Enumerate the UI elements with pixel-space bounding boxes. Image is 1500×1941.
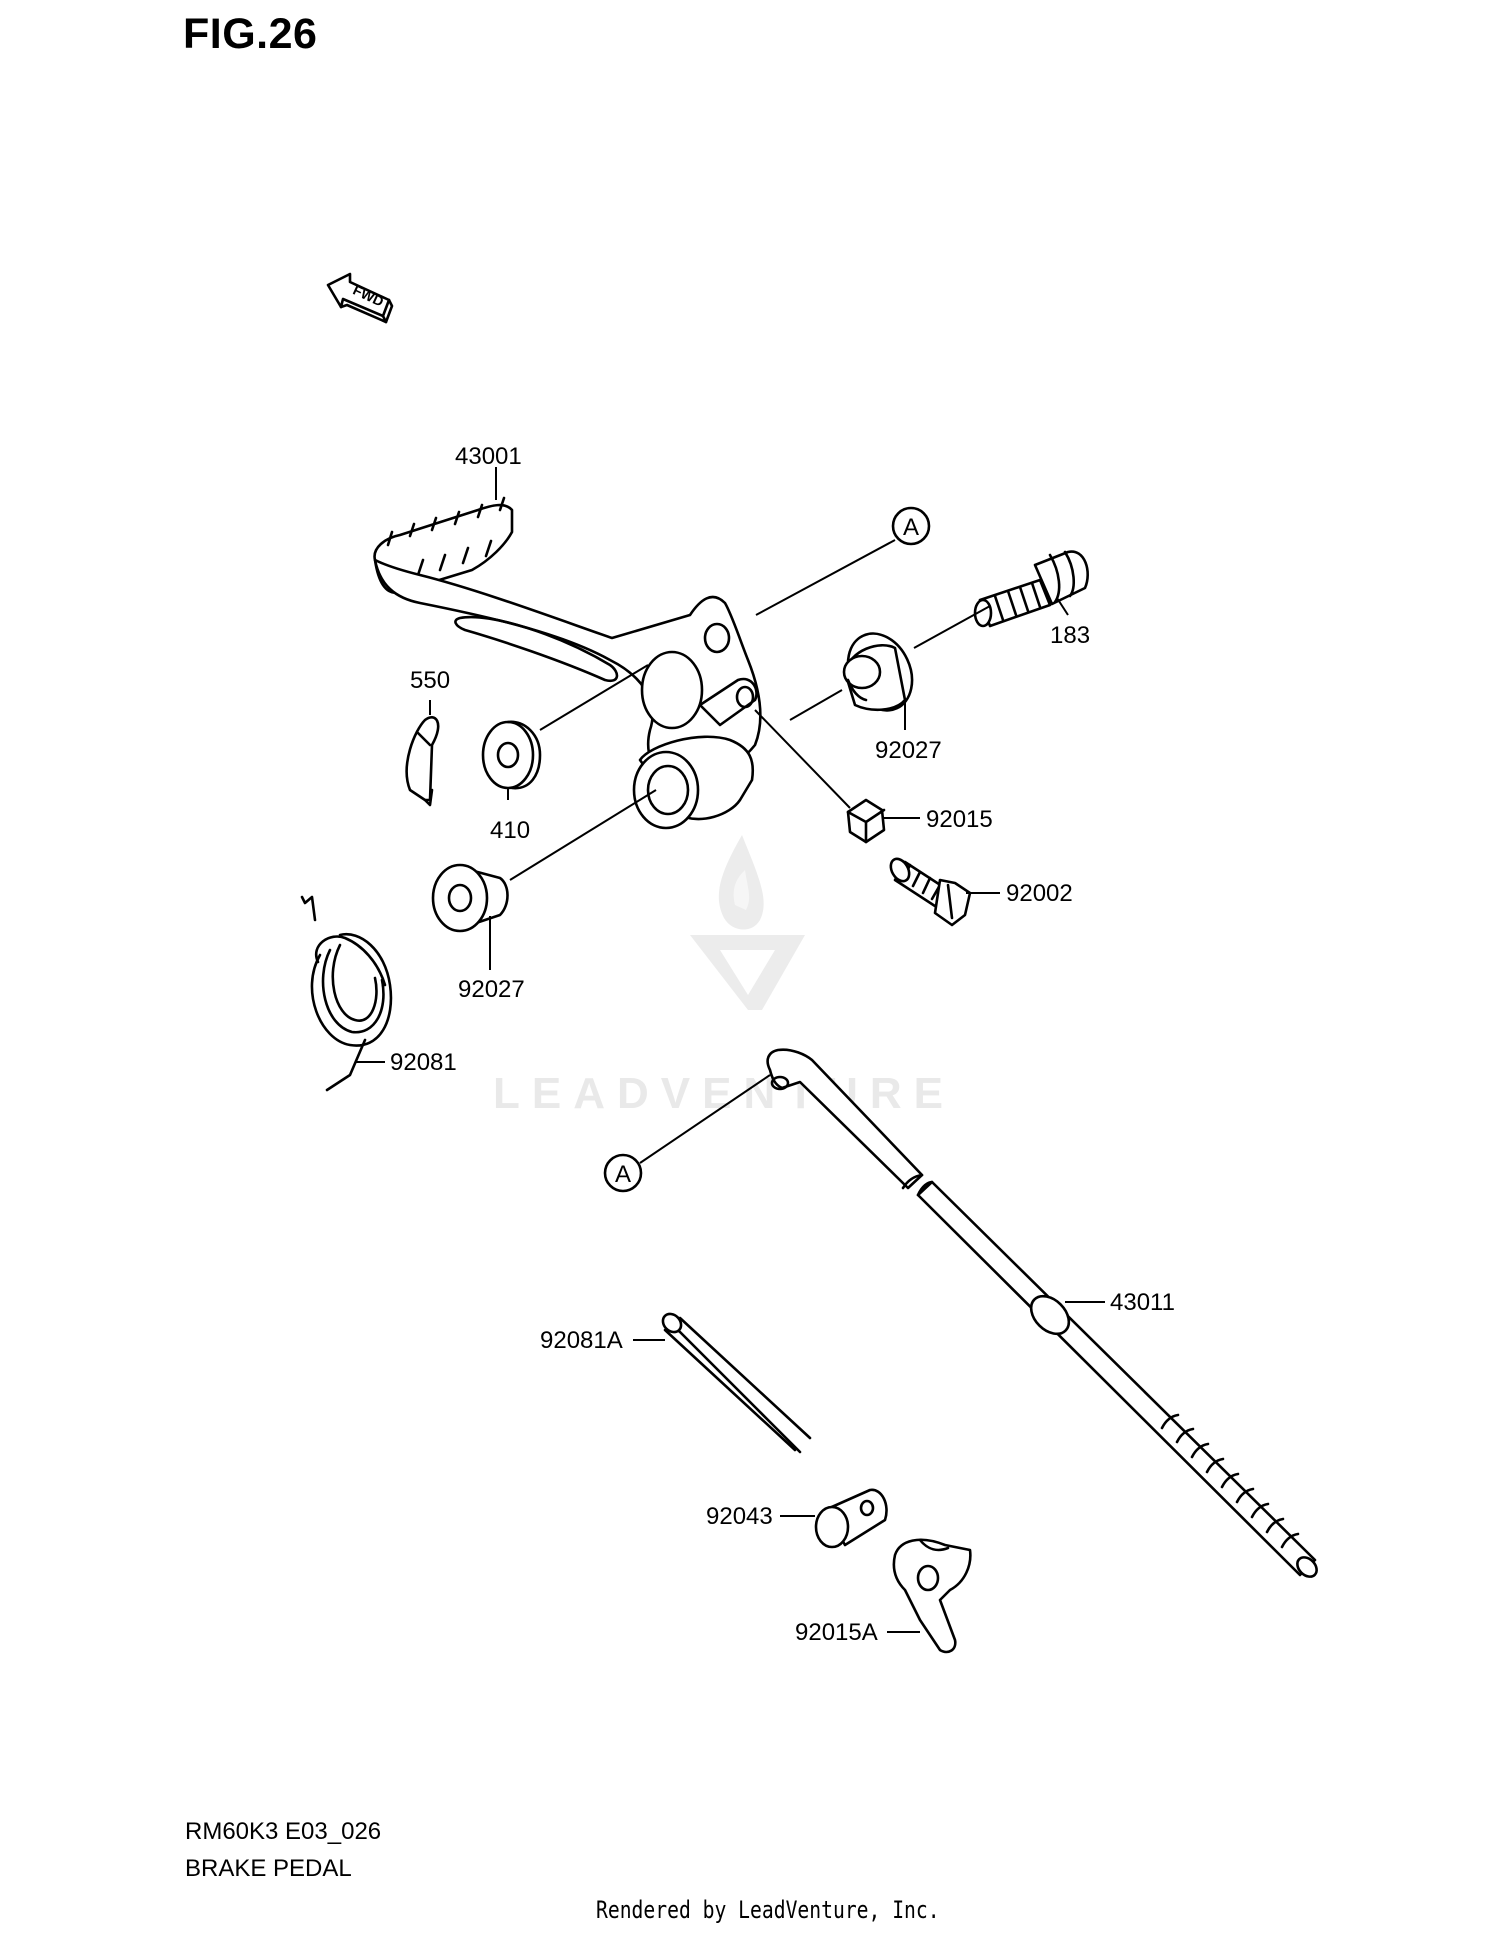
part-label-92043: 92043 — [706, 1503, 773, 1530]
joint-pin-92043 — [814, 1488, 888, 1549]
clip-92015A — [892, 1538, 972, 1654]
part-label-92015A: 92015A — [795, 1619, 878, 1646]
fwd-arrow-icon: FWD — [326, 272, 394, 324]
part-label-92027-lower: 92027 — [458, 976, 525, 1003]
brake-pedal-arm — [373, 496, 762, 830]
figure-title: FIG.26 — [183, 10, 318, 58]
watermark-text: LEADVENTURE — [493, 1069, 955, 1118]
part-label-92081A: 92081A — [540, 1327, 623, 1354]
brake-rod-43011 — [766, 1048, 1318, 1578]
callout-a-top-label: A — [903, 514, 919, 541]
part-label-92027-upper: 92027 — [875, 737, 942, 764]
bolt-183 — [973, 550, 1089, 628]
part-label-550: 550 — [410, 667, 450, 694]
part-label-183: 183 — [1050, 622, 1090, 649]
leader-lines — [355, 467, 1105, 1633]
leadventure-watermark: LEADVENTURE — [493, 835, 955, 1118]
compression-spring-92081A — [661, 1312, 812, 1454]
part-label-43001: 43001 — [455, 443, 522, 470]
part-label-92081: 92081 — [390, 1049, 457, 1076]
footer-credit: Rendered by LeadVenture, Inc. — [596, 1896, 940, 1924]
callout-a-bottom: A — [603, 1153, 643, 1193]
bolt-92002 — [889, 857, 972, 927]
callout-a-bottom-label: A — [615, 1161, 631, 1188]
torsion-spring-92081 — [300, 895, 393, 1092]
part-label-43011: 43011 — [1110, 1289, 1175, 1316]
nut-92015 — [846, 798, 886, 844]
cotter-pin-550 — [405, 716, 440, 807]
part-label-410: 410 — [490, 817, 530, 844]
bushing-92027-upper — [842, 632, 914, 712]
washer-410 — [481, 720, 542, 790]
callout-a-top: A — [891, 506, 931, 546]
part-label-92002: 92002 — [1006, 880, 1073, 907]
footer-model-code: RM60K3 E03_026 — [185, 1818, 382, 1845]
part-label-92015: 92015 — [926, 806, 993, 833]
footer-section-name: BRAKE PEDAL — [185, 1855, 352, 1882]
bushing-92027-lower — [431, 863, 509, 933]
